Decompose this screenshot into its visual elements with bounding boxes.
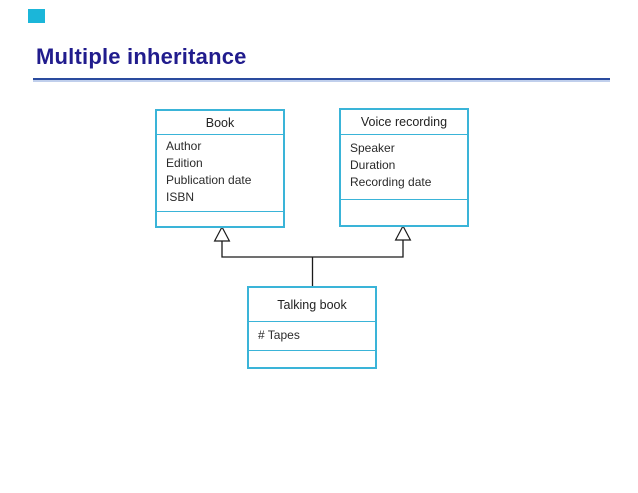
class-name: Book (157, 111, 283, 135)
attribute: Edition (166, 156, 203, 170)
attribute: Publication date (166, 173, 252, 187)
attribute: # Tapes (258, 328, 300, 342)
class-box-voice-recording: Voice recording Speaker Duration Recordi… (339, 108, 469, 227)
attribute: Author (166, 139, 202, 153)
class-name: Talking book (249, 288, 375, 322)
attribute: Recording date (350, 175, 432, 189)
generalization-arrowhead-book (213, 225, 231, 242)
attributes-compartment: Speaker Duration Recording date (341, 135, 467, 200)
inheritance-line (221, 240, 404, 258)
class-box-talking-book: Talking book # Tapes (247, 286, 377, 369)
class-box-book: Book Author Edition Publication date ISB… (155, 109, 285, 228)
attribute: Duration (350, 158, 396, 172)
operations-compartment (249, 351, 375, 367)
accent-square (28, 9, 45, 23)
generalization-arrowhead-voice-recording (394, 224, 412, 241)
class-name: Voice recording (341, 110, 467, 135)
attributes-compartment: # Tapes (249, 322, 375, 351)
attribute: ISBN (166, 190, 195, 204)
operations-compartment (157, 212, 283, 226)
attribute: Speaker (350, 141, 395, 155)
title-underline (33, 78, 610, 80)
attributes-compartment: Author Edition Publication date ISBN (157, 135, 283, 212)
operations-compartment (341, 200, 467, 225)
slide-title: Multiple inheritance (36, 44, 247, 69)
